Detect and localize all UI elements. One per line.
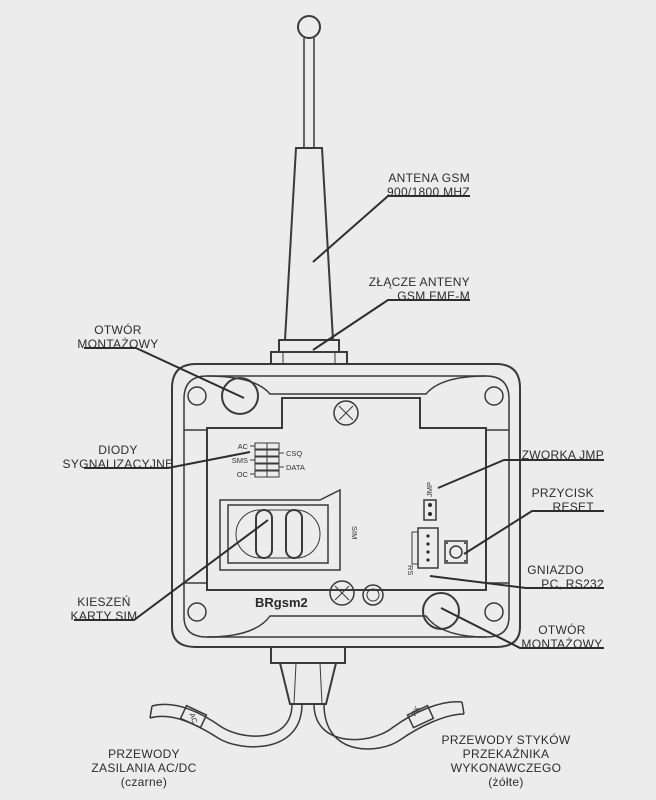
leader-mount-top — [84, 347, 245, 399]
label-reset-line1: PRZYCISK — [532, 486, 594, 500]
label-relay-line4: (żółte) — [488, 775, 523, 789]
label-connector-line1: ZŁĄCZE ANTENY — [369, 275, 470, 289]
leader-connector — [312, 299, 470, 351]
power-wires: AC — [149, 703, 303, 748]
led-label-csq: CSQ — [286, 449, 302, 458]
leader-sim — [74, 519, 269, 621]
leader-reset — [463, 510, 604, 555]
jmp-label: JMP — [425, 482, 434, 497]
corner-screw — [187, 386, 207, 406]
antenna-body — [283, 147, 335, 341]
label-port-line2: PC, RS232 — [541, 577, 604, 591]
label-mount-top-line1: OTWÓR — [94, 322, 142, 337]
board-screw — [333, 400, 359, 426]
label-relay-line1: PRZEWODY STYKÓW — [442, 732, 571, 747]
model-name: BRgsm2 — [255, 595, 308, 610]
relay-wires: PK — [313, 701, 465, 750]
label-leds-line2: SYGNALIZACYJNE — [63, 457, 174, 471]
mount-hole-top — [221, 377, 259, 415]
label-relay-line3: WYKONAWCZEGO — [451, 761, 562, 775]
leader-leds — [84, 451, 251, 469]
rs232-connector: RS — [406, 527, 439, 575]
label-jumper: ZWORKA JMP — [522, 448, 604, 462]
label-mount-top-line2: MONTAŻOWY — [77, 337, 158, 351]
leader-mount-bottom — [440, 607, 604, 649]
led-label-data: DATA — [286, 463, 305, 472]
sim-label: SIM — [350, 526, 359, 539]
label-antenna-line2: 900/1800 MHZ — [387, 185, 470, 199]
antenna-drawing — [270, 15, 348, 365]
label-mount-bottom-line1: OTWÓR — [538, 622, 586, 637]
label-port-line1: GNIAZDO — [527, 563, 584, 577]
label-relay-line2: PRZEKAŹNIKA — [463, 746, 550, 761]
led-label-sms: SMS — [232, 456, 248, 465]
enclosure — [171, 363, 521, 648]
antenna-connector — [278, 339, 340, 353]
antenna-tip — [297, 15, 321, 39]
mount-hole-bottom — [422, 592, 460, 630]
label-antenna-line1: ANTENA GSM — [388, 171, 470, 185]
cable-gland — [270, 646, 346, 705]
label-leds-line1: DIODY — [98, 443, 138, 457]
label-power-line2: ZASILANIA AC/DC — [91, 761, 196, 775]
led-block: AC SMS OC CSQ DATA — [232, 442, 305, 479]
leader-jumper — [437, 459, 604, 489]
leader-antenna — [312, 195, 470, 263]
board-screw — [329, 580, 355, 606]
label-mount-bottom-line2: MONTAŻOWY — [521, 637, 602, 651]
tag-pk: PK — [409, 705, 422, 718]
corner-screw — [484, 386, 504, 406]
leader-lines — [74, 195, 604, 649]
label-power-line1: PRZEWODY — [108, 747, 180, 761]
label-connector-line2: GSM FME-M — [397, 289, 470, 303]
label-power-line3: (czarne) — [121, 775, 167, 789]
led-label-oc: OC — [237, 470, 249, 479]
corner-screw — [484, 602, 504, 622]
reset-button — [444, 540, 468, 564]
tag-ac: AC — [187, 712, 199, 725]
jumper-jmp: JMP — [423, 482, 437, 521]
callout-labels: ANTENA GSM 900/1800 MHZ ZŁĄCZE ANTENY GS… — [63, 171, 604, 789]
label-sim-line2: KARTY SIM — [71, 609, 138, 623]
corner-screw — [187, 602, 207, 622]
label-sim-line1: KIESZEŃ — [77, 594, 130, 609]
pcb-outline — [206, 397, 487, 591]
led-label-ac: AC — [238, 442, 249, 451]
sim-holder: SIM — [219, 488, 359, 571]
label-reset-line2: RESET — [552, 500, 594, 514]
rs-label: RS — [406, 565, 415, 575]
leader-port — [429, 575, 604, 589]
